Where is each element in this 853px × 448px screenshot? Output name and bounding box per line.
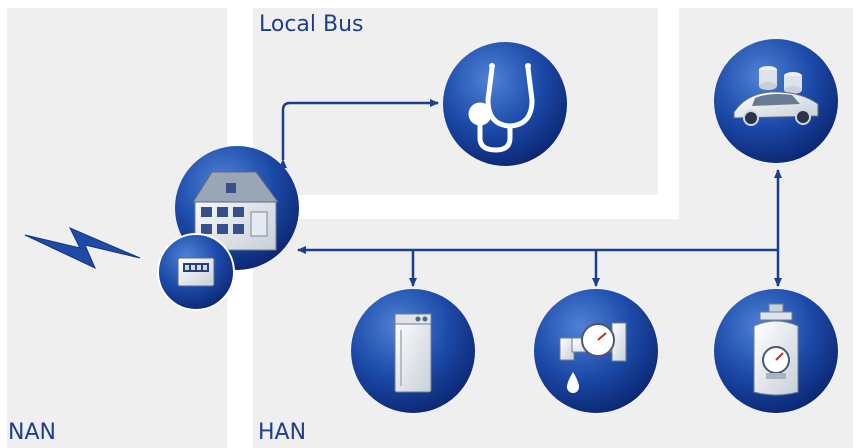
boiler-icon [394,313,432,393]
car-icon [733,66,819,126]
nan-label: NAN [8,420,56,445]
electricity-meter-icon [177,257,215,287]
electric-vehicle-node[interactable] [714,39,838,163]
zone-separator [253,195,679,219]
stethoscope-icon [468,63,535,153]
lightning-icon [24,227,141,270]
local-bus-label: Local Bus [259,12,364,37]
house-icon [192,171,279,251]
house-to-health-arrow [279,99,439,168]
water-meter-node[interactable] [534,289,658,413]
gas-cylinder-icon [753,303,799,396]
health-monitor-node[interactable] [443,42,567,166]
smart-meter-node[interactable] [157,233,235,311]
zone-separator [658,8,679,219]
han-label: HAN [258,420,307,445]
water-meter-icon [559,322,627,393]
gas-meter-node[interactable] [714,289,838,413]
heating-boiler-node[interactable] [351,289,475,413]
connection-lines [279,99,782,287]
